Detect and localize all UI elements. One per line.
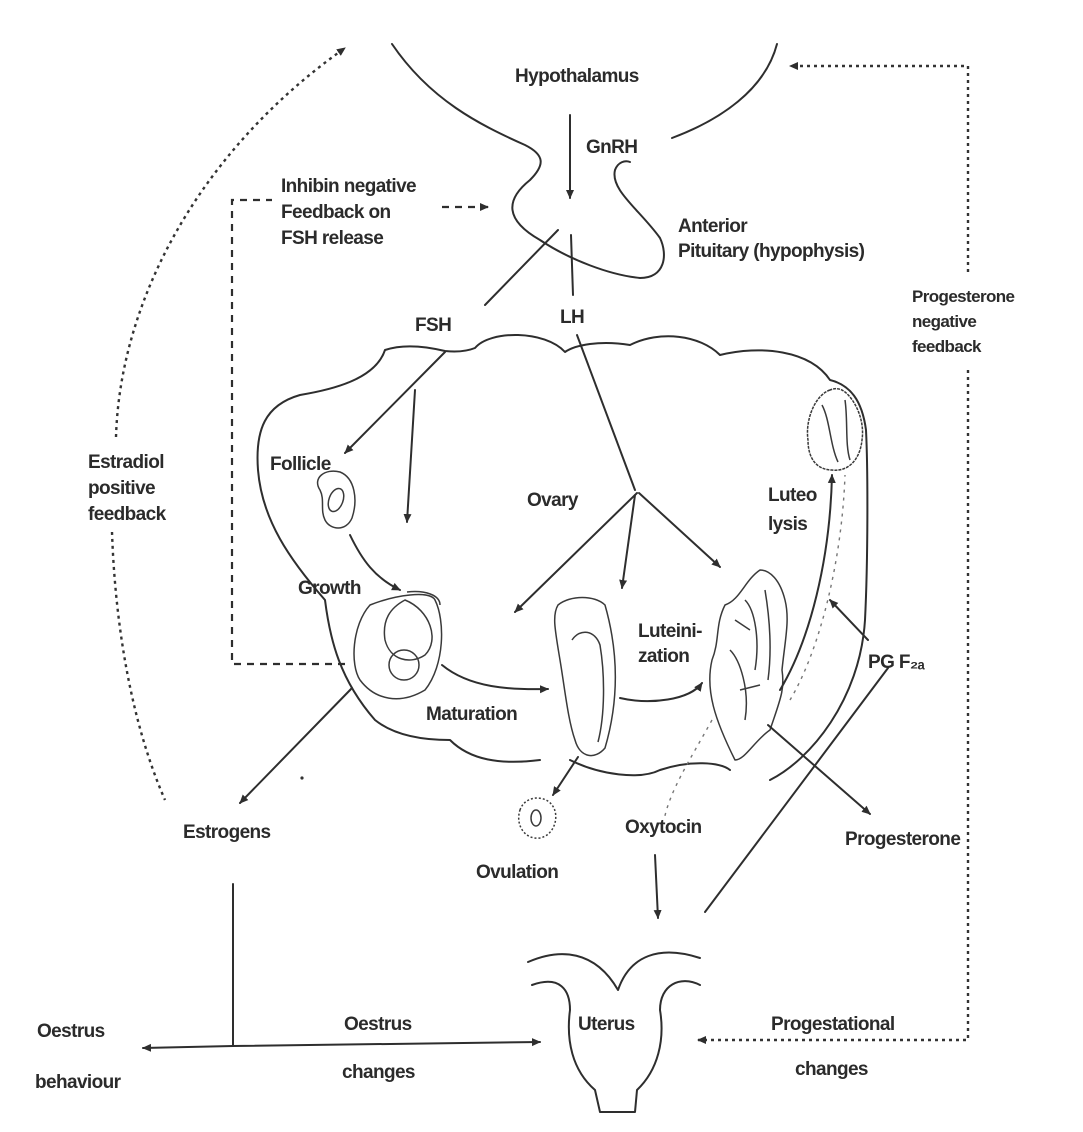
- label-luteolysis-line-2: lysis: [768, 514, 807, 535]
- lh-line: [570, 234, 574, 296]
- label-prog-feedback-line-3: feedback: [912, 337, 982, 356]
- label-progestational-line-2: changes: [795, 1059, 868, 1080]
- speck: [300, 776, 304, 780]
- label-hypothalamus: Hypothalamus: [515, 66, 639, 87]
- luteolysis-arrow: [779, 474, 836, 691]
- label-oestrus-changes-line-2: changes: [342, 1062, 415, 1083]
- label-ovulation: Ovulation: [476, 862, 558, 883]
- label-estradiol-feedback: Estradiol positive feedback: [88, 452, 167, 525]
- regressing-corpus-luteum-shape: [806, 387, 864, 471]
- estradiol-feedback-lower: [110, 531, 167, 801]
- label-uterus: Uterus: [578, 1014, 635, 1035]
- luteinization-arrow: [619, 682, 703, 703]
- label-oestrus-behaviour: Oestrus behaviour: [35, 1021, 122, 1093]
- label-lh: LH: [560, 307, 584, 328]
- cl-to-progesterone-arrow: [767, 724, 871, 815]
- label-ovary: Ovary: [527, 490, 579, 511]
- ovum-shape: [518, 797, 557, 839]
- label-oestrus-behaviour-line-2: behaviour: [35, 1072, 122, 1093]
- label-oestrus-changes-line-1: Oestrus: [344, 1014, 412, 1035]
- ovary-outline: [256, 333, 869, 781]
- growing-follicle-shape: [353, 590, 443, 700]
- label-pgf2a: PG F₂ₐ: [868, 652, 926, 673]
- label-fsh: FSH: [415, 315, 451, 336]
- oxytocin-faint-path: [663, 719, 713, 821]
- oestrus-behaviour-arrow: [142, 1043, 234, 1052]
- corpus-luteum-shape: [709, 569, 788, 761]
- hypothalamus-outline-right: [671, 43, 778, 139]
- label-progestational-changes: Progestational changes: [771, 1014, 895, 1080]
- maturation-arrow: [441, 664, 549, 694]
- label-growth: Growth: [298, 578, 361, 599]
- label-progesterone: Progesterone: [845, 829, 960, 850]
- luteolysis-dashed-path: [789, 474, 846, 701]
- fsh-to-growth-arrow: [403, 389, 416, 523]
- follicle-shape: [316, 470, 356, 529]
- follicle-growth-arrow: [349, 534, 401, 591]
- hypothalamus-outline: [391, 43, 665, 279]
- label-luteinization-line-2: zation: [638, 646, 689, 667]
- label-luteolysis-line-1: Luteo: [768, 485, 817, 506]
- label-luteinization: Luteini- zation: [638, 621, 703, 667]
- ovary-to-estrogens-arrow: [239, 687, 353, 804]
- label-prog-feedback-line-2: negative: [912, 312, 976, 331]
- oxytocin-to-uterus-arrow: [653, 854, 662, 919]
- mature-follicle-shape: [553, 596, 617, 757]
- label-maturation: Maturation: [426, 704, 517, 725]
- ovulation-arrow: [552, 756, 579, 796]
- label-anterior-line-1: Anterior: [678, 216, 748, 237]
- inhibin-feedback-line: [230, 198, 345, 666]
- label-inhibin-line-1: Inhibin negative: [281, 176, 416, 197]
- label-luteolysis: Luteo lysis: [768, 485, 817, 535]
- label-anterior-line-2: Pituitary (hypophysis): [678, 241, 865, 262]
- estradiol-feedback-upper: [114, 47, 346, 438]
- label-estrogens: Estrogens: [183, 822, 271, 843]
- lh-to-cl-arrow: [638, 492, 721, 568]
- label-oestrus-behaviour-line-1: Oestrus: [37, 1021, 105, 1042]
- label-inhibin-line-3: FSH release: [281, 228, 383, 249]
- label-progestational-line-1: Progestational: [771, 1014, 895, 1035]
- pgf2a-uterus-line: [704, 667, 889, 913]
- fsh-to-follicle-arrow: [344, 351, 446, 454]
- lh-trunk: [576, 334, 636, 491]
- pgf2a-to-cl-arrow: [829, 599, 869, 641]
- label-oxytocin: Oxytocin: [625, 817, 702, 838]
- fsh-line: [484, 229, 559, 306]
- label-progesterone-feedback: Progesterone negative feedback: [912, 287, 1015, 356]
- lh-to-maturation-arrow: [514, 492, 638, 613]
- label-inhibin-line-2: Feedback on: [281, 202, 391, 223]
- label-inhibin-feedback: Inhibin negative Feedback on FSH release: [281, 176, 417, 249]
- label-estradiol-line-2: positive: [88, 478, 155, 499]
- label-luteinization-line-1: Luteini-: [638, 621, 702, 642]
- label-prog-feedback-line-1: Progesterone: [912, 287, 1015, 306]
- lh-to-ovulation-arrow: [619, 494, 636, 589]
- oestrus-changes-arrow: [232, 1038, 541, 1047]
- label-anterior-pituitary: Anterior Pituitary (hypophysis): [678, 216, 865, 262]
- uterus-shape: [527, 951, 701, 1113]
- progesterone-feedback-lower: [697, 370, 970, 1044]
- label-estradiol-line-3: feedback: [88, 504, 167, 525]
- label-oestrus-changes: Oestrus changes: [342, 1014, 416, 1083]
- label-gnrh: GnRH: [586, 137, 637, 158]
- progesterone-feedback-upper: [789, 62, 970, 272]
- label-follicle: Follicle: [270, 454, 331, 475]
- label-estradiol-line-1: Estradiol: [88, 452, 164, 473]
